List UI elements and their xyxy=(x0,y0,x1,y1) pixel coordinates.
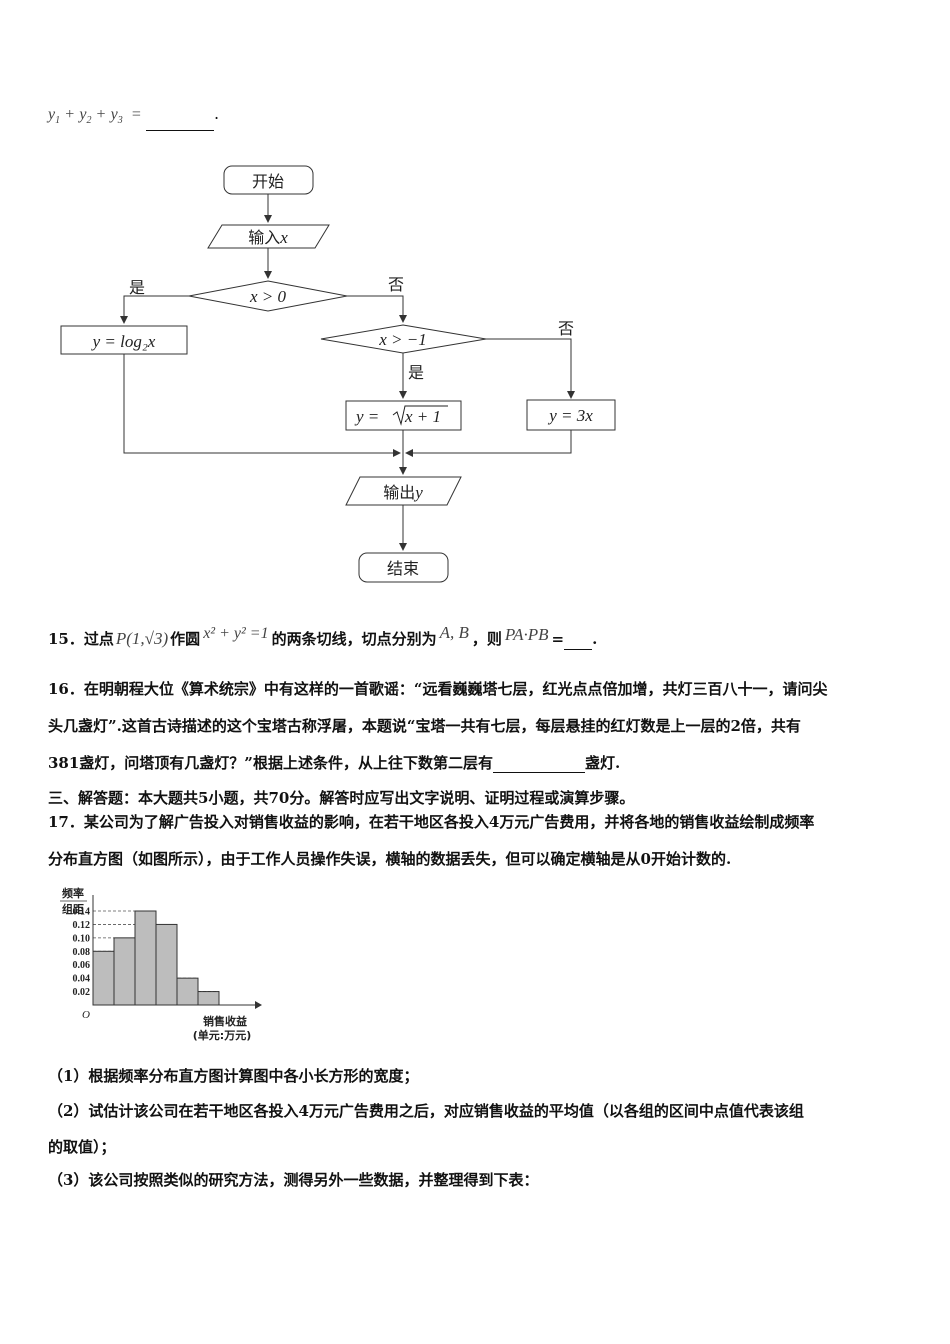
y2: y2 xyxy=(79,106,92,127)
log-label: y = log₂x xyxy=(91,332,156,351)
question-16-line2: 头几盏灯”.这首古诗描述的这个宝塔古称浮屠，本题说“宝塔一共有七层，每层悬挂的红… xyxy=(48,717,801,735)
input-box xyxy=(207,224,330,249)
ytick-label-1: 0.12 xyxy=(73,920,91,931)
output-label: 输出y xyxy=(383,483,423,502)
cond2-label: x > −1 xyxy=(378,330,427,349)
histogram-bar-1 xyxy=(113,937,136,1006)
xunit-label: (单元:万元) xyxy=(193,1028,251,1042)
q15-blank xyxy=(564,633,593,650)
question-17-part2-b: 的取值）； xyxy=(48,1138,116,1156)
ytick-label-4: 0.06 xyxy=(73,960,91,971)
sqrt-label-inner: x + 1 xyxy=(404,407,441,426)
histogram-bar-2 xyxy=(134,910,157,1006)
ylabel-bottom: 组距 xyxy=(62,902,84,916)
input-label: 输入x xyxy=(248,228,288,247)
three-x-box xyxy=(526,399,616,431)
start-label: 开始 xyxy=(252,172,284,191)
yes2-label: 是 xyxy=(408,363,424,382)
yes1-label: 是 xyxy=(129,278,145,297)
end-label: 结束 xyxy=(387,559,419,578)
ytick-label-6: 0.02 xyxy=(73,987,91,998)
q16-blank xyxy=(492,756,585,773)
ytick-label-2: 0.10 xyxy=(73,933,91,944)
histogram-bar-0 xyxy=(92,950,115,1006)
sum-expression: y1 + y2 + y3 = . xyxy=(48,104,219,132)
question-17-line1: 17．某公司为了解广告投入对销售收益的影响，在若干地区各投入4万元广告费用，并将… xyxy=(48,813,815,831)
ytick-label-5: 0.04 xyxy=(73,974,91,985)
log-box xyxy=(60,325,188,355)
histogram-bar-4 xyxy=(176,977,199,1006)
flowchart: 开始 输入x x > 0 是 否 y = log₂x x > −1 否 是 y … xyxy=(60,165,616,583)
question-16-line1: 16．在明朝程大位《算术统宗》中有这样的一首歌谣：“远看巍巍塔七层，红光点点倍加… xyxy=(48,680,828,698)
question-16-line3: 381盏灯，问塔顶有几盏灯？”根据上述条件，从上往下数第二层有盏灯. xyxy=(48,754,621,773)
x-axis-arrow xyxy=(255,1001,262,1009)
sqrt-label-left: y = xyxy=(354,407,379,426)
no2-label: 否 xyxy=(558,319,574,338)
question-17-line2: 分布直方图（如图所示），由于工作人员操作失误，横轴的数据丢失，但可以确定横轴是从… xyxy=(48,850,732,868)
no1-label: 否 xyxy=(388,275,404,294)
answer-blank xyxy=(145,112,214,132)
output-box xyxy=(345,476,462,506)
cond1-label: x > 0 xyxy=(249,287,287,306)
decision-x-gt-0 xyxy=(188,280,348,312)
ytick-label-0: 0.14 xyxy=(73,907,91,918)
ylabel-top: 频率 xyxy=(62,886,84,900)
question-17-part2-a: （2）试估计该公司在若干地区各投入4万元广告费用之后，对应销售收益的平均值（以各… xyxy=(48,1102,804,1120)
origin-label: O xyxy=(82,1009,90,1021)
histogram-bar-3 xyxy=(155,923,178,1006)
sqrt-radical xyxy=(392,405,448,426)
question-17-part3: （3）该公司按照类似的研究方法，测得另外一些数据，并整理得到下表： xyxy=(48,1171,539,1189)
question-17-part1: （1）根据频率分布直方图计算图中各小长方形的宽度； xyxy=(48,1067,419,1085)
three-x-label: y = 3x xyxy=(547,406,593,425)
ytick-label-3: 0.08 xyxy=(73,947,91,958)
y1: y1 xyxy=(48,106,61,127)
histogram-bar-5 xyxy=(197,991,220,1006)
section-3-heading: 三、解答题：本大题共5小题，共70分。解答时应写出文字说明、证明过程或演算步骤。 xyxy=(48,789,635,807)
end-terminal xyxy=(358,552,449,583)
xlabel: 销售收益 xyxy=(203,1014,247,1028)
y3: y3 xyxy=(110,106,123,127)
